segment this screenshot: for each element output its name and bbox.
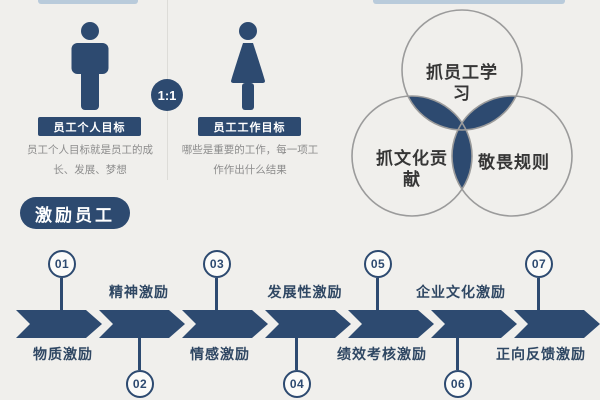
venn-label-top: 抓员工学习: [426, 63, 498, 103]
connector-stage-6: [456, 338, 459, 370]
timeline-arrow-4: [265, 310, 351, 338]
connector-stage-1: [60, 278, 63, 310]
venn-circle-right: [451, 95, 573, 217]
female-person-icon: [231, 22, 265, 110]
personal-goal-desc-line2: 长、发展、梦想: [53, 164, 127, 176]
connector-stage-5: [376, 278, 379, 310]
motivation-header-pill: 激励员工: [20, 197, 130, 229]
timeline-arrow-2: [99, 310, 185, 338]
personal-goal-banner: 员工个人目标: [38, 117, 141, 136]
cut-banner-left: [38, 0, 138, 4]
cut-banner-right: [373, 0, 565, 4]
venn-circle-top: [401, 9, 523, 131]
stage-circle-05: 05: [364, 250, 392, 278]
stage-label-04: 发展性激励: [267, 284, 343, 300]
stage-label-07: 正向反馈激励: [496, 346, 586, 362]
stage-label-03: 情感激励: [190, 346, 250, 362]
timeline-arrow-1: [16, 310, 102, 338]
stage-label-06: 企业文化激励: [416, 284, 506, 300]
stage-circle-02: 02: [126, 370, 154, 398]
stage-circle-04: 04: [283, 370, 311, 398]
timeline-arrow-7: [514, 310, 600, 338]
venn-circle-left: [351, 95, 473, 217]
connector-stage-3: [215, 278, 218, 310]
stage-circle-07: 07: [525, 250, 553, 278]
personal-goal-description: 员工个人目标就是员工的成 长、发展、梦想: [20, 140, 160, 180]
stage-circle-06: 06: [444, 370, 472, 398]
venn-diagram: [351, 9, 573, 217]
timeline-arrow-5: [348, 310, 434, 338]
stage-label-01: 物质激励: [33, 346, 93, 362]
stage-circle-03: 03: [203, 250, 231, 278]
timeline-arrow-6: [431, 310, 517, 338]
stage-circle-01: 01: [48, 250, 76, 278]
stage-label-05: 绩效考核激励: [337, 346, 427, 362]
stage-label-02: 精神激励: [109, 284, 169, 300]
connector-stage-2: [138, 338, 141, 370]
venn-label-right: 敬畏规则: [478, 153, 550, 172]
male-person-icon: [71, 22, 109, 110]
timeline-arrow-3: [182, 310, 268, 338]
connector-stage-7: [537, 278, 540, 310]
personal-goal-desc-line1: 员工个人目标就是员工的成: [27, 144, 153, 156]
work-goal-desc-line1: 哪些是重要的工作，每一项工: [181, 144, 319, 156]
work-goal-description: 哪些是重要的工作，每一项工 作作出什么结果: [180, 140, 320, 180]
connector-stage-4: [295, 338, 298, 370]
ratio-badge: 1:1: [151, 79, 183, 111]
work-goal-banner: 员工工作目标: [198, 117, 301, 136]
work-goal-desc-line2: 作作出什么结果: [213, 164, 287, 176]
venn-label-left: 抓文化贡献: [376, 149, 448, 189]
